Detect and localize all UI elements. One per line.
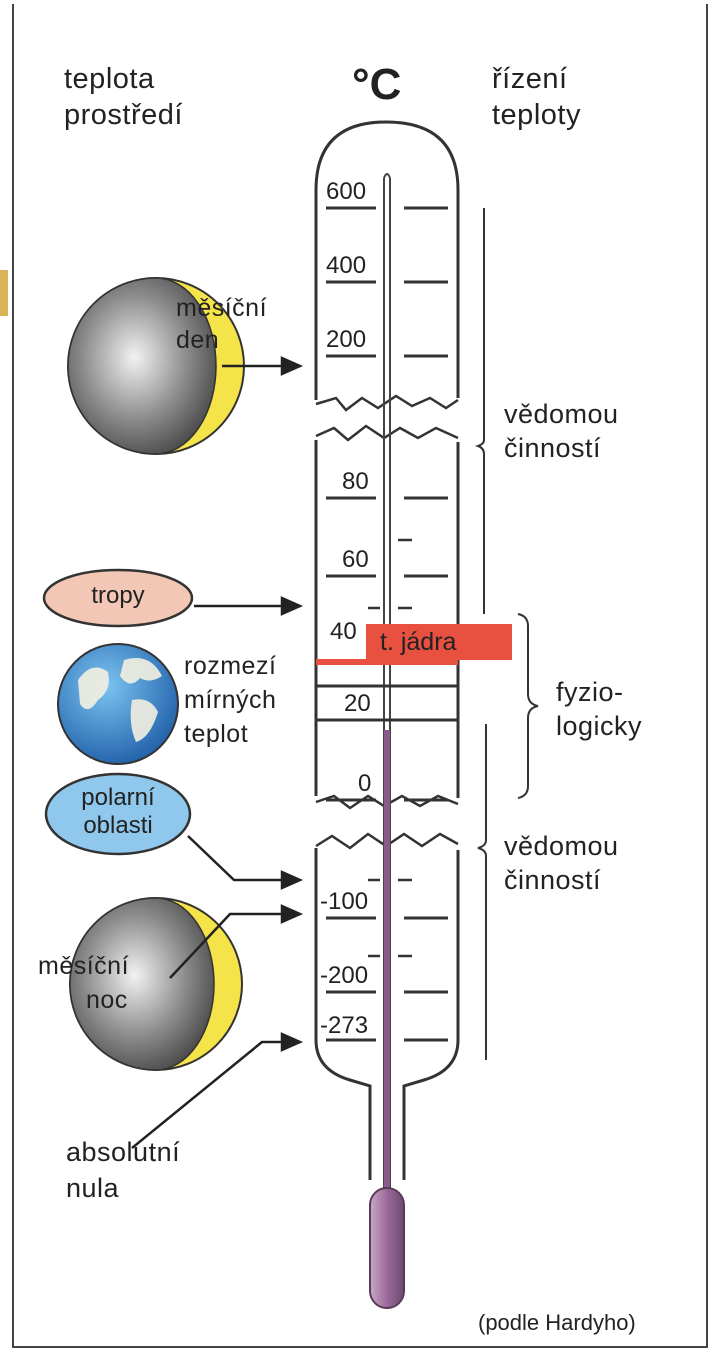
tropics-label: tropy xyxy=(44,582,192,610)
polar-label-line1: polarní xyxy=(46,784,190,812)
env-header-line2: prostředí xyxy=(64,98,183,132)
tick-label: 200 xyxy=(326,326,366,354)
core-temperature-label: t. jádra xyxy=(366,624,512,660)
control-header-line1: řízení xyxy=(492,62,568,96)
tick-label: 0 xyxy=(358,770,371,798)
control-header-line2: teploty xyxy=(492,98,581,132)
moon-day-label-line1: měsíční xyxy=(176,292,267,324)
tick-label: 60 xyxy=(342,546,369,574)
tick-label: 20 xyxy=(344,690,371,718)
absolute-zero-label-line2: nula xyxy=(66,1172,119,1204)
physiological-bracket xyxy=(518,614,538,798)
conscious-upper-line2: činností xyxy=(504,432,601,464)
temperate-label-line2: mírných xyxy=(184,684,276,716)
tick-label: 80 xyxy=(342,468,369,496)
tick-label: -100 xyxy=(320,888,368,916)
tick-label: 600 xyxy=(326,178,366,206)
polar-label-line2: oblasti xyxy=(46,812,190,840)
temperate-label-line3: teplot xyxy=(184,718,248,750)
unit-label: °C xyxy=(352,60,401,110)
tick-label: 400 xyxy=(326,252,366,280)
tick-label: -200 xyxy=(320,962,368,990)
conscious-upper-line1: vědomou xyxy=(504,398,619,430)
physiological-line1: fyzio- xyxy=(556,676,624,708)
absolute-zero-label-line1: absolutní xyxy=(66,1136,180,1168)
tick-label: 40 xyxy=(330,618,357,646)
moon-night-label-line2: noc xyxy=(86,984,128,1016)
env-header-line1: teplota xyxy=(64,62,155,96)
physiological-line2: logicky xyxy=(556,710,642,742)
conscious-lower-line2: činností xyxy=(504,864,601,896)
thermometer-bulb xyxy=(370,1188,404,1308)
tick-label: -273 xyxy=(320,1012,368,1040)
source-credit: (podle Hardyho) xyxy=(478,1310,636,1336)
earth-icon xyxy=(58,644,178,764)
conscious-lower-line1: vědomou xyxy=(504,830,619,862)
temperate-label-line1: rozmezí xyxy=(184,650,276,682)
moon-night-label-line1: měsíční xyxy=(38,950,129,982)
moon-day-label-line2: den xyxy=(176,324,219,356)
